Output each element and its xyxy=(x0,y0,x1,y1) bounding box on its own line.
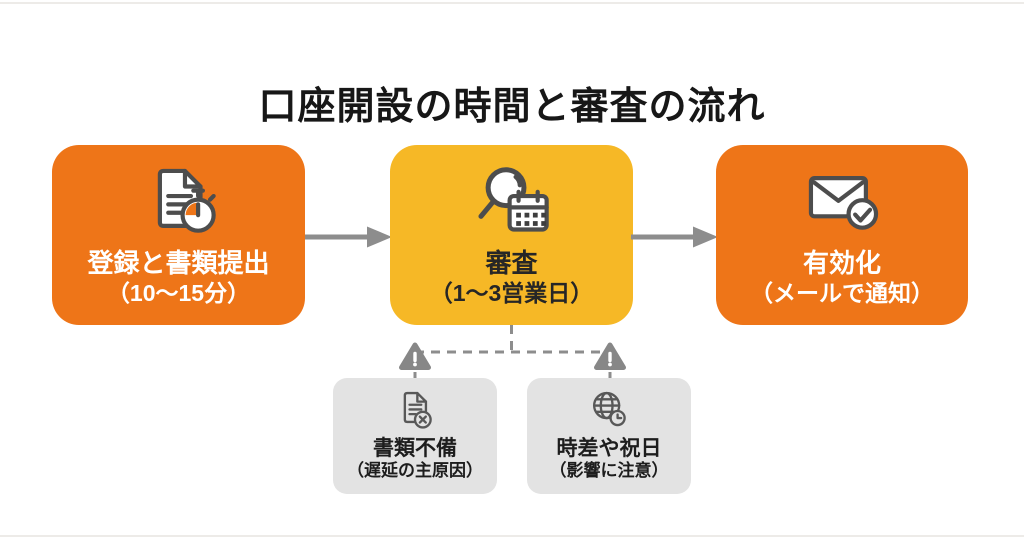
step-label: 登録と書類提出 xyxy=(87,248,270,278)
mail-check-icon xyxy=(808,176,879,230)
cause-timezone-holidays: 時差や祝日 （影響に注意） xyxy=(527,378,691,494)
arrow-right-icon xyxy=(631,226,718,248)
arrow-right-icon xyxy=(305,226,392,248)
step-review: 審査 （1〜3営業日） xyxy=(390,145,633,325)
step-sublabel: （メールで通知） xyxy=(750,279,934,306)
step-sublabel: （10〜15分） xyxy=(106,279,251,306)
globe-clock-icon xyxy=(592,391,626,427)
top-border-line xyxy=(0,2,1024,4)
step-registration: 登録と書類提出 （10〜15分） xyxy=(52,145,305,325)
cause-sublabel: （影響に注意） xyxy=(549,461,669,481)
document-timer-icon xyxy=(157,168,216,233)
step-label: 審査 xyxy=(485,248,538,278)
cause-document-deficiency: 書類不備 （遅延の主原因） xyxy=(333,378,497,494)
step-activation: 有効化 （メールで通知） xyxy=(716,145,968,325)
cause-label: 書類不備 xyxy=(373,437,457,460)
document-error-icon xyxy=(403,391,432,429)
bottom-border-line xyxy=(0,535,1024,537)
warning-triangle-icon xyxy=(399,342,431,370)
cause-sublabel: （遅延の主原因） xyxy=(347,461,483,481)
page-title: 口座開設の時間と審査の流れ xyxy=(258,86,766,129)
search-calendar-icon xyxy=(477,167,549,232)
step-label: 有効化 xyxy=(802,248,881,278)
cause-label: 時差や祝日 xyxy=(556,437,662,460)
step-sublabel: （1〜3営業日） xyxy=(429,279,594,306)
warning-triangle-icon xyxy=(594,342,626,370)
dashed-connector xyxy=(399,325,626,378)
